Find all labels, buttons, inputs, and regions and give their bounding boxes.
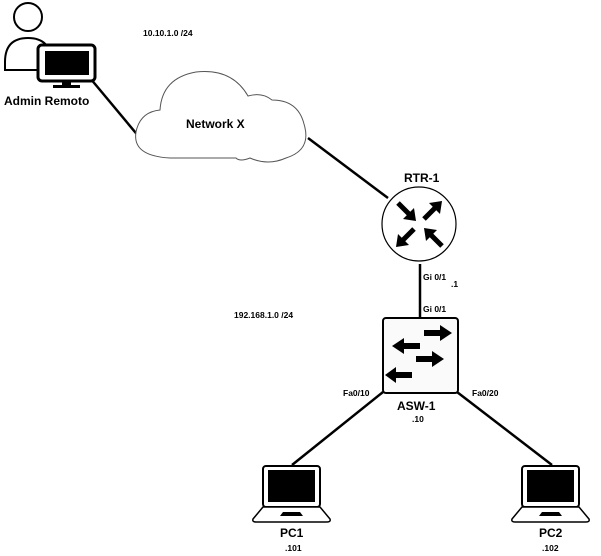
router-port-gi01: Gi 0/1 — [423, 272, 446, 282]
admin-remoto-icon — [4, 2, 97, 88]
router-label: RTR-1 — [404, 171, 440, 185]
link-admin-cloud — [89, 77, 141, 139]
pc1-label: PC1 — [280, 526, 304, 540]
router-icon — [381, 186, 457, 262]
switch-ip: .10 — [412, 414, 424, 424]
switch-icon — [382, 317, 459, 394]
switch-port-fa010: Fa0/10 — [343, 388, 370, 398]
pc2-laptop-icon — [511, 465, 590, 523]
pc1-ip: .101 — [285, 543, 302, 553]
link-cloud-router — [307, 137, 389, 199]
pc2-ip: .102 — [542, 543, 559, 553]
monitor-icon — [36, 43, 97, 88]
cloud-label: Network X — [186, 117, 245, 131]
switch-label: ASW-1 — [397, 399, 436, 413]
lan-network-label: 192.168.1.0 /24 — [234, 310, 293, 320]
pc1-laptop-icon — [252, 465, 331, 523]
link-switch-pc2 — [456, 391, 553, 466]
router-ip: .1 — [451, 279, 458, 289]
wan-network-label: 10.10.1.0 /24 — [143, 28, 193, 38]
switch-port-fa020: Fa0/20 — [472, 388, 499, 398]
pc2-label: PC2 — [539, 526, 563, 540]
admin-remoto-label: Admin Remoto — [4, 94, 89, 108]
link-switch-pc1 — [291, 391, 384, 466]
cloud-icon — [135, 71, 307, 163]
switch-port-gi01: Gi 0/1 — [423, 304, 446, 314]
